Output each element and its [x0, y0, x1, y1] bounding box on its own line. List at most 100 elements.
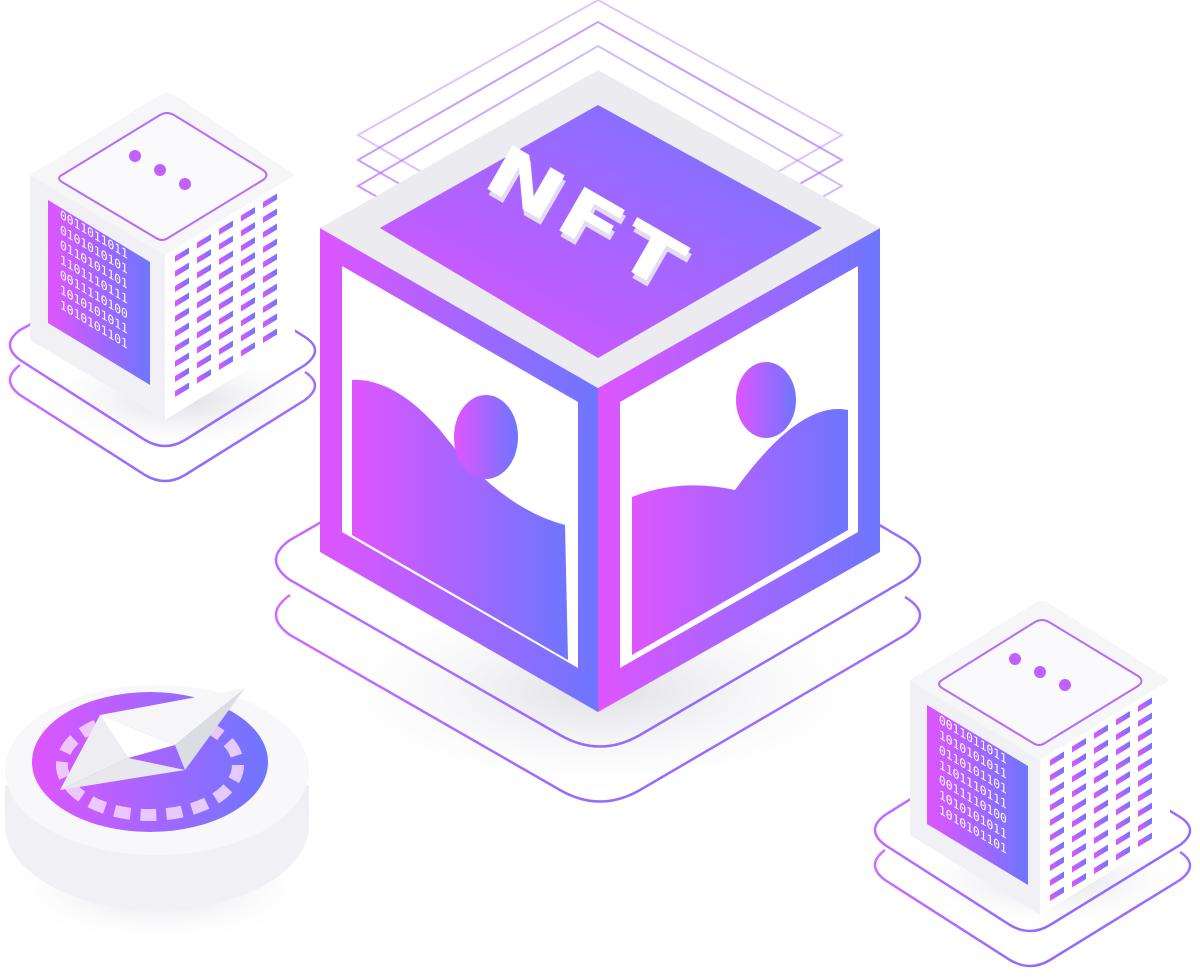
vent-slot [1050, 796, 1064, 811]
vent-slot [1116, 816, 1130, 831]
vent-slot [1138, 712, 1152, 727]
vent-slot [1094, 844, 1108, 859]
vent-slot [175, 307, 189, 322]
vent-slot [197, 249, 211, 264]
server-left: 0011011011 0101010101 0110101101 1101110… [8, 93, 330, 483]
vent-slot [1138, 757, 1152, 772]
nft-left-image-mountain [352, 379, 568, 660]
vent-slot [241, 267, 255, 282]
vent-slot [1116, 846, 1130, 861]
server-right-top-panel [938, 619, 1143, 746]
vent-slot [219, 295, 233, 310]
vent-slot [1094, 769, 1108, 784]
vent-slot [175, 322, 189, 337]
vent-slot [175, 277, 189, 292]
vent-slot [263, 268, 277, 283]
vent-slot [1116, 786, 1130, 801]
vent-slot [1072, 858, 1086, 873]
vent-slot [241, 282, 255, 297]
vent-slot [1116, 756, 1130, 771]
vent-slot [263, 298, 277, 313]
vent-slot [263, 313, 277, 328]
vent-slot [1072, 783, 1086, 798]
vent-slot [241, 237, 255, 252]
vent-slot [1072, 753, 1086, 768]
nft-cube: NFT NFT [274, 0, 922, 803]
server-right: 0011011011 1010101011 0110101101 1101110… [873, 601, 1200, 968]
vent-slot [219, 280, 233, 295]
server-right-binary-screen [927, 705, 1028, 885]
vent-slot [241, 312, 255, 327]
vent-slot [241, 207, 255, 222]
vent-slot [219, 220, 233, 235]
vent-slot [1050, 826, 1064, 841]
image-icon [454, 395, 518, 479]
vent-slot [1050, 856, 1064, 871]
vent-slot [241, 252, 255, 267]
nft-right-image-mountain [632, 409, 848, 655]
vent-slot [241, 327, 255, 342]
vent-slot [1094, 799, 1108, 814]
vent-slot [1094, 829, 1108, 844]
vent-slot [1072, 798, 1086, 813]
vent-slot [197, 294, 211, 309]
vent-slot [1094, 859, 1108, 874]
vent-slot [1072, 813, 1086, 828]
vent-slot [1050, 886, 1064, 901]
vent-slot [1138, 817, 1152, 832]
vent-slot [1094, 739, 1108, 754]
vent-slot [1116, 711, 1130, 726]
vent-slot [197, 339, 211, 354]
vent-slot [1116, 771, 1130, 786]
server-left-binary-screen [48, 200, 150, 385]
vent-slot [197, 264, 211, 279]
vent-slot [197, 279, 211, 294]
vent-slot [1138, 727, 1152, 742]
eth-coin [0, 685, 320, 945]
vent-slot [263, 208, 277, 223]
vent-slot [263, 328, 277, 343]
vent-slot [219, 235, 233, 250]
vent-slot [1116, 801, 1130, 816]
vent-slot [1072, 768, 1086, 783]
vent-slot [1094, 784, 1108, 799]
vent-slot [1116, 741, 1130, 756]
vent-slot [1050, 811, 1064, 826]
vent-slot [175, 337, 189, 352]
vent-slot [1094, 814, 1108, 829]
vent-slot [1050, 751, 1064, 766]
vent-slot [175, 262, 189, 277]
vent-slot [175, 352, 189, 367]
vent-slot [241, 297, 255, 312]
vent-slot [197, 369, 211, 384]
nft-cube-top-inner [380, 105, 822, 358]
vent-slot [1050, 781, 1064, 796]
vent-slot [1116, 726, 1130, 741]
image-icon [736, 362, 796, 438]
server-left-top-panel [58, 112, 268, 241]
eth-coin-inner-ring [56, 709, 244, 821]
vent-slot [263, 283, 277, 298]
vent-slot [1050, 766, 1064, 781]
vent-slot [1072, 843, 1086, 858]
vent-slot [197, 354, 211, 369]
vent-slot [1138, 742, 1152, 757]
vent-slot [1094, 724, 1108, 739]
vent-slot [219, 340, 233, 355]
vent-slot [263, 238, 277, 253]
vent-slot [1072, 828, 1086, 843]
vent-slot [175, 382, 189, 397]
vent-slot [197, 309, 211, 324]
vent-slot [1094, 754, 1108, 769]
server-right-vents [1050, 697, 1152, 901]
vent-slot [1072, 738, 1086, 753]
vent-slot [263, 193, 277, 208]
vent-slot [1050, 871, 1064, 886]
vent-slot [263, 223, 277, 238]
server-left-vents [175, 193, 277, 397]
vent-slot [241, 222, 255, 237]
vent-slot [1138, 787, 1152, 802]
ethereum-icon [60, 688, 245, 790]
vent-slot [175, 247, 189, 262]
